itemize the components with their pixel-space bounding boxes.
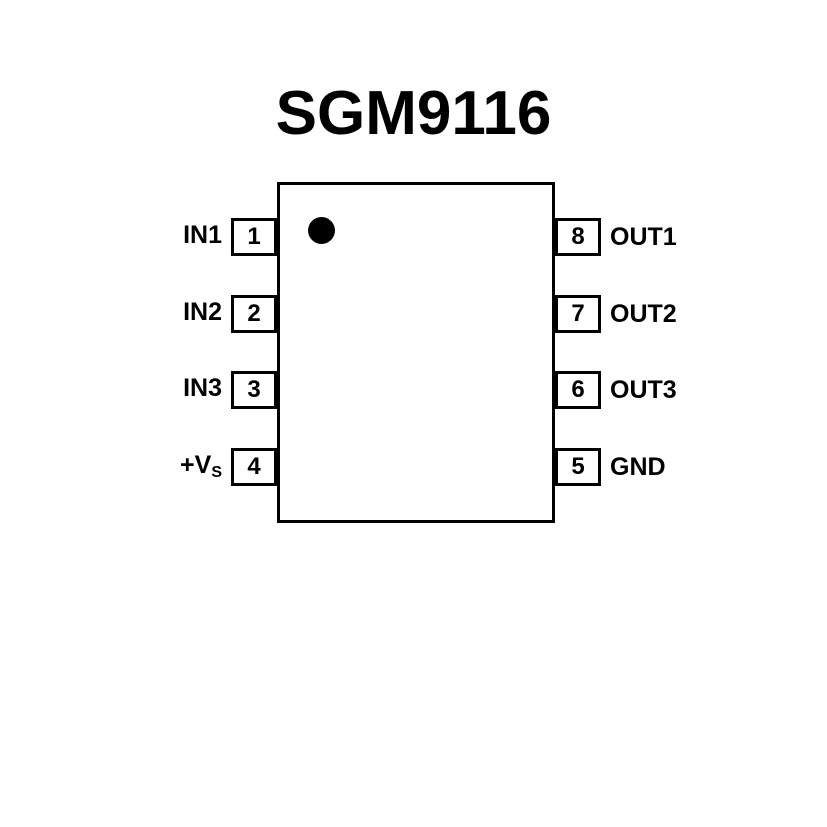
pin-number: 1 — [247, 223, 261, 250]
pin-number: 3 — [247, 376, 261, 403]
pin-row-4: +VS 4 — [0, 448, 277, 486]
pin-row-7: 7 OUT2 — [555, 295, 827, 333]
pin-box-7: 7 — [555, 295, 601, 333]
pin-label-gnd: GND — [610, 448, 666, 486]
pin-label-text: IN3 — [183, 374, 222, 402]
pin-box-8: 8 — [555, 218, 601, 256]
pin1-marker-icon — [308, 217, 335, 244]
pin-box-5: 5 — [555, 448, 601, 486]
pin-label-in1: IN1 — [183, 216, 222, 258]
pin-box-1: 1 — [231, 218, 277, 256]
pin-label-in3: IN3 — [183, 369, 222, 411]
pin-label-in2: IN2 — [183, 293, 222, 335]
chip-body — [277, 182, 555, 523]
pin-number: 5 — [571, 453, 585, 480]
pin-label-text: OUT1 — [610, 223, 677, 251]
pin-row-8: 8 OUT1 — [555, 218, 827, 256]
pin-label-text: +V — [180, 451, 212, 479]
pin-label-text: GND — [610, 453, 666, 481]
pin-number: 4 — [247, 453, 261, 480]
pin-number: 7 — [571, 300, 585, 327]
pin-row-2: IN2 2 — [0, 295, 277, 333]
pin-label-text: IN2 — [183, 298, 222, 326]
pin-box-2: 2 — [231, 295, 277, 333]
pin-label-text: IN1 — [183, 221, 222, 249]
pin-box-4: 4 — [231, 448, 277, 486]
pin-label-text: OUT2 — [610, 300, 677, 328]
pin-label-out2: OUT2 — [610, 295, 677, 333]
pin-box-3: 3 — [231, 371, 277, 409]
pin-number: 2 — [247, 300, 261, 327]
pin-row-5: 5 GND — [555, 448, 827, 486]
pin-label-text: OUT3 — [610, 376, 677, 404]
pin-box-6: 6 — [555, 371, 601, 409]
pin-label-vs: +VS — [180, 446, 222, 488]
pin-number: 6 — [571, 376, 585, 403]
pin-label-out1: OUT1 — [610, 218, 677, 256]
pin-row-6: 6 OUT3 — [555, 371, 827, 409]
pin-number: 8 — [571, 223, 585, 250]
pin-row-3: IN3 3 — [0, 371, 277, 409]
pin-label-subscript: S — [211, 464, 222, 481]
pin-label-out3: OUT3 — [610, 371, 677, 409]
chip-title: SGM9116 — [275, 79, 552, 148]
pin-row-1: IN1 1 — [0, 218, 277, 256]
